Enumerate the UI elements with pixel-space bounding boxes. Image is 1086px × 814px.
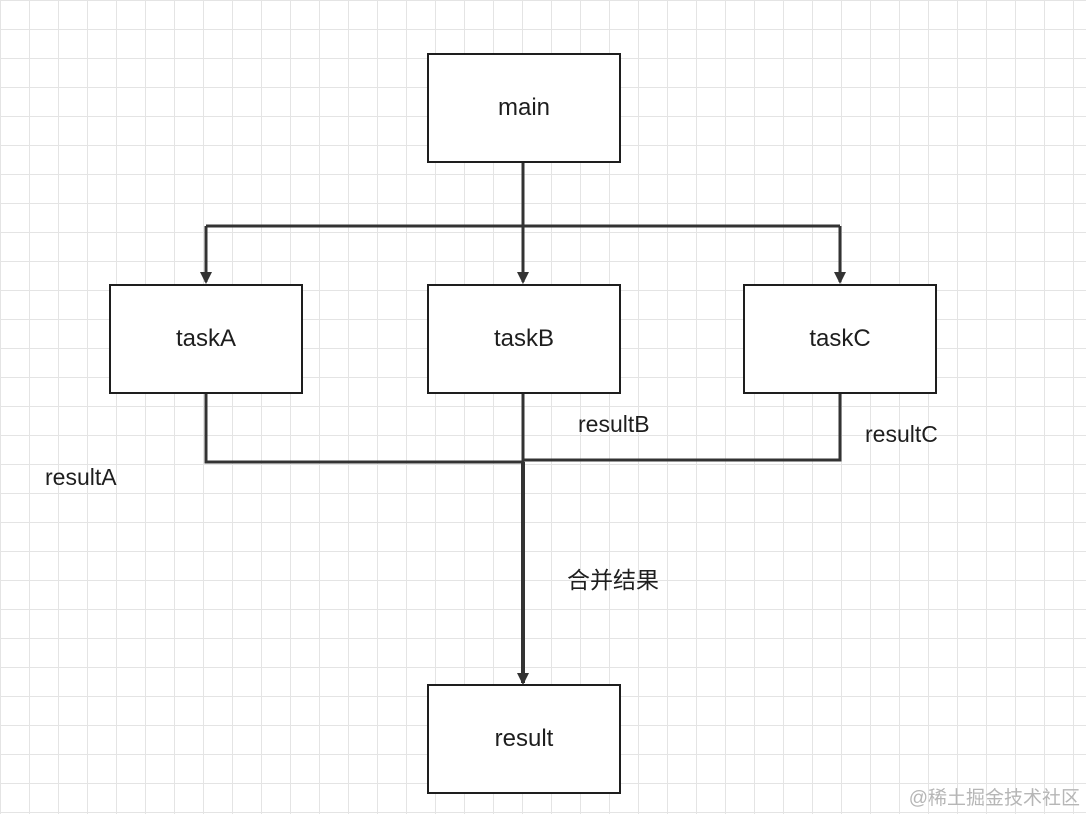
resultA-label: resultA [45,464,117,490]
result-node: result [427,684,621,794]
taskC-node: taskC [743,284,937,394]
main-node: main [427,53,621,163]
resultA-line [204,393,523,464]
merge-label: 合并结果 [567,567,659,593]
resultB-label: resultB [578,411,650,437]
taskB-node: taskB [427,284,621,394]
resultC-label: resultC [865,421,938,447]
watermark-text: @稀土掘金技术社区 [908,788,1080,809]
resultC-line [523,393,842,462]
taskA-node: taskA [109,284,303,394]
